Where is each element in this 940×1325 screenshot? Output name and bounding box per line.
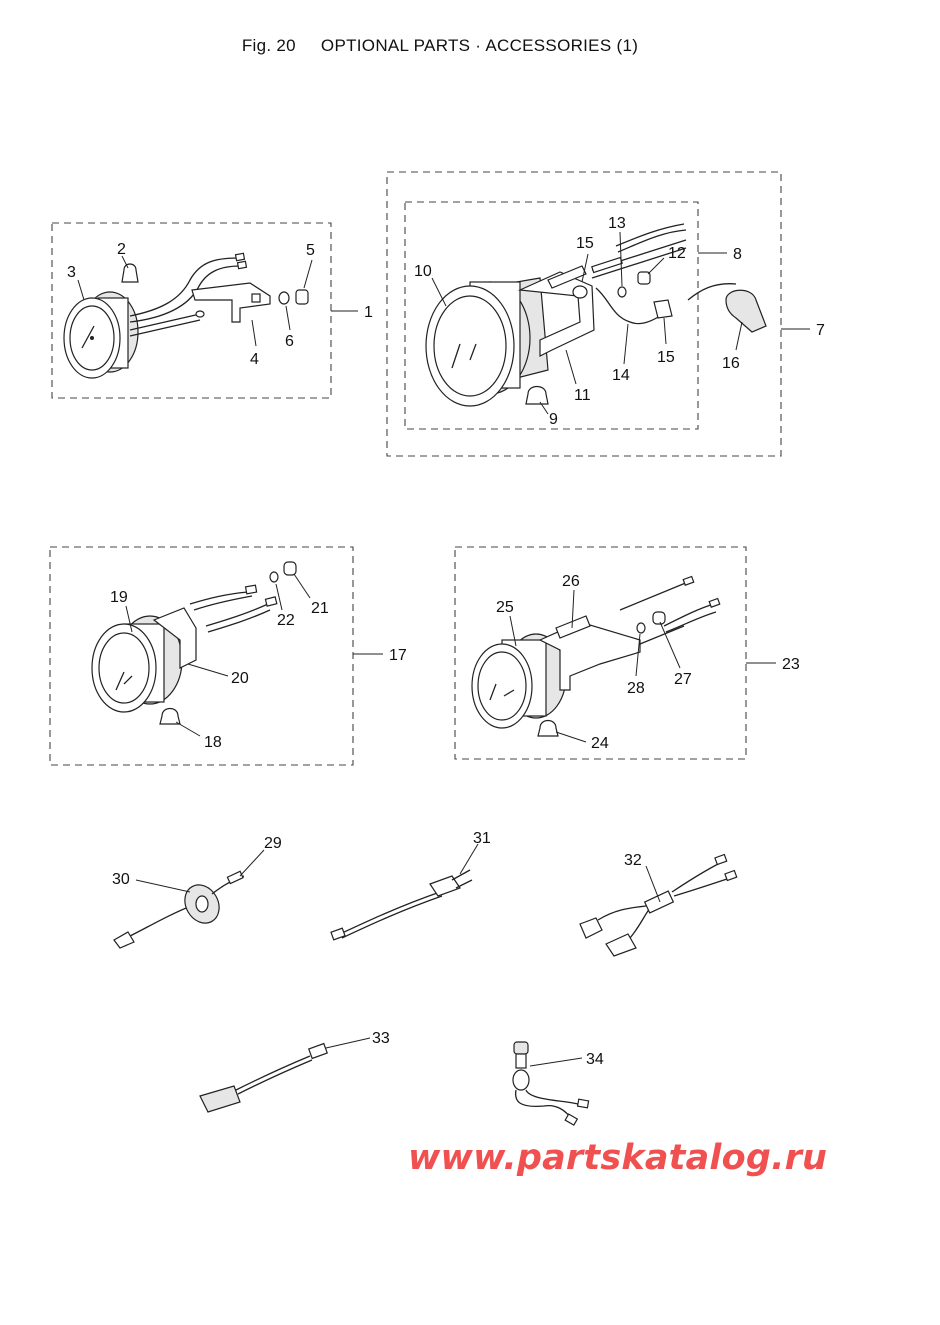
callout-24: 24 bbox=[591, 735, 609, 752]
gauge-17-wire-1 bbox=[189, 591, 249, 605]
callout-14: 14 bbox=[612, 367, 630, 384]
trim-bulb bbox=[525, 385, 549, 405]
callout-21: 21 bbox=[311, 600, 329, 617]
harness-33 bbox=[199, 1042, 328, 1113]
callout-15b: 15 bbox=[657, 349, 675, 366]
sender-unit-30 bbox=[113, 870, 245, 949]
trim-sender-wire bbox=[595, 287, 661, 325]
callout-19: 19 bbox=[110, 589, 128, 606]
callout-32: 32 bbox=[624, 852, 642, 869]
gauge-17-bulb bbox=[159, 707, 181, 725]
trim-wire-1 bbox=[591, 247, 687, 279]
gauge-23 bbox=[471, 633, 567, 729]
gauge-23-nut bbox=[652, 611, 666, 625]
bulb bbox=[121, 263, 139, 283]
group-17-box bbox=[49, 546, 354, 766]
callout-17: 17 bbox=[389, 647, 407, 664]
callout-27: 27 bbox=[674, 671, 692, 688]
callout-18: 18 bbox=[204, 734, 222, 751]
gauge-23-bracket bbox=[538, 621, 641, 691]
group-23-box bbox=[454, 546, 747, 760]
callout-28: 28 bbox=[627, 680, 645, 697]
callout-4: 4 bbox=[250, 351, 259, 368]
callout-9: 9 bbox=[549, 411, 558, 428]
callout-5: 5 bbox=[306, 242, 315, 259]
callout-31: 31 bbox=[473, 830, 491, 847]
trim-lead-b bbox=[617, 229, 687, 253]
callout-10: 10 bbox=[414, 263, 432, 280]
callout-16: 16 bbox=[722, 355, 740, 372]
callout-22: 22 bbox=[277, 612, 295, 629]
callout-12: 12 bbox=[668, 245, 686, 262]
callout-13: 13 bbox=[608, 215, 626, 232]
callout-15a: 15 bbox=[576, 235, 594, 252]
callout-25: 25 bbox=[496, 599, 514, 616]
trim-terminal bbox=[653, 299, 673, 319]
gauge-bracket bbox=[191, 282, 271, 323]
trim-switch bbox=[725, 289, 767, 333]
tacho-wire-1 bbox=[129, 257, 239, 317]
callout-20: 20 bbox=[231, 670, 249, 687]
callout-26: 26 bbox=[562, 573, 580, 590]
callout-30: 30 bbox=[112, 871, 130, 888]
callout-1: 1 bbox=[364, 304, 373, 321]
harness-31 bbox=[330, 869, 473, 941]
gauge-23-wire-1 bbox=[619, 581, 689, 611]
watermark: www.partskatalog.ru bbox=[408, 1138, 828, 1178]
trim-lead-a bbox=[615, 223, 685, 247]
gauge-17-washer bbox=[269, 571, 279, 583]
callout-33: 33 bbox=[372, 1030, 390, 1047]
callout-2: 2 bbox=[117, 241, 126, 258]
gauge-17-wire-2 bbox=[205, 603, 269, 627]
trim-switch-wire bbox=[687, 283, 737, 301]
harness-32 bbox=[579, 853, 738, 957]
gauge-17-bracket bbox=[152, 607, 197, 669]
figure-number: Fig. 20 bbox=[241, 36, 296, 55]
callout-8: 8 bbox=[733, 246, 742, 263]
callout-7: 7 bbox=[816, 322, 825, 339]
callout-11: 11 bbox=[574, 387, 591, 404]
callout-3: 3 bbox=[67, 264, 76, 281]
gauge-23-bulb bbox=[537, 719, 559, 737]
gauge-23-washer bbox=[636, 622, 646, 634]
group-7-box bbox=[386, 171, 782, 457]
washer bbox=[278, 291, 290, 305]
tachometer-gauge bbox=[63, 291, 139, 379]
callout-34: 34 bbox=[586, 1051, 604, 1068]
callout-23: 23 bbox=[782, 656, 800, 673]
figure-title: Fig. 20 OPTIONAL PARTS · ACCESSORIES (1) bbox=[0, 36, 880, 56]
group-8-box bbox=[404, 201, 699, 430]
trim-nut bbox=[637, 271, 651, 285]
trim-washer bbox=[617, 286, 627, 298]
tacho-wire-2 bbox=[129, 265, 241, 323]
figure-caption: OPTIONAL PARTS · ACCESSORIES (1) bbox=[320, 36, 639, 55]
trim-meter-gauge bbox=[425, 277, 549, 407]
switch-34 bbox=[512, 1041, 590, 1126]
callout-6: 6 bbox=[285, 333, 294, 350]
nut bbox=[295, 289, 309, 305]
gauge-23-wire-2 bbox=[639, 625, 685, 645]
gauge-17-nut bbox=[283, 561, 297, 576]
callout-29: 29 bbox=[264, 835, 282, 852]
